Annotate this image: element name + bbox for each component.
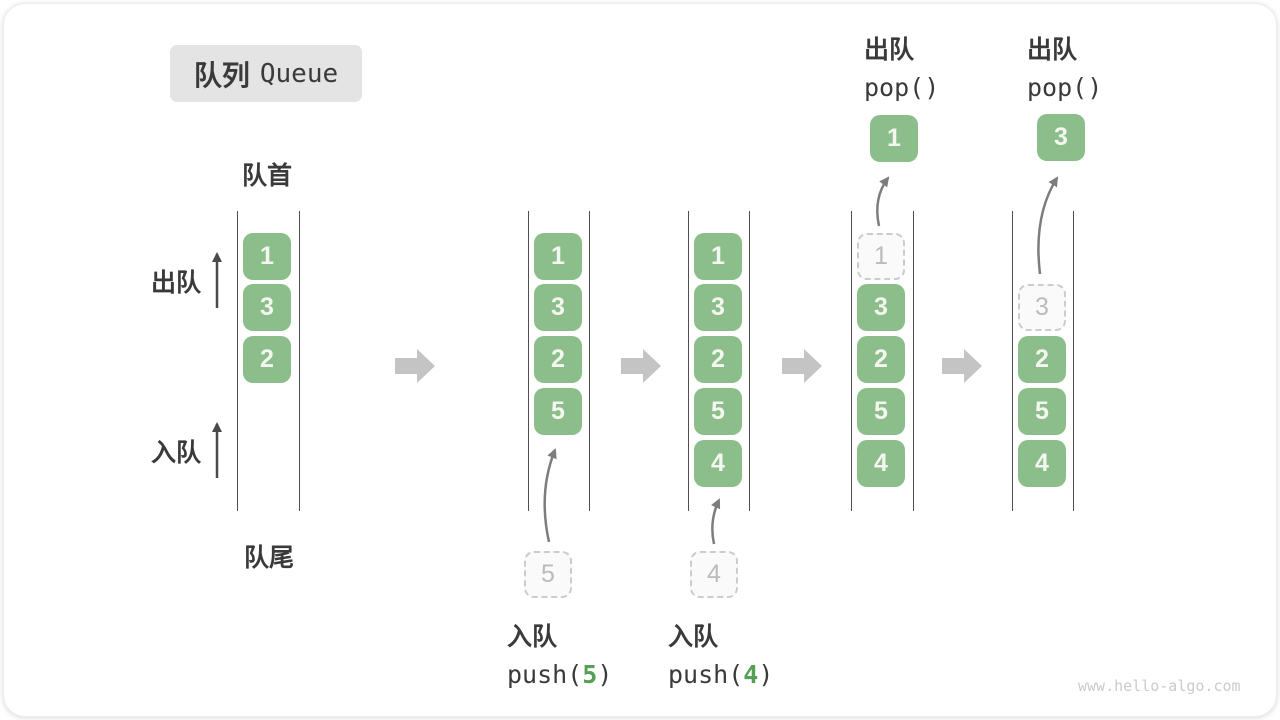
queue-cell: 3 xyxy=(694,284,742,331)
queue-cell: 1 xyxy=(243,233,291,280)
queue-state-3: 1 3 2 5 4 xyxy=(688,211,750,511)
push5-operation-label: 入队 push(5) xyxy=(507,617,612,689)
enqueue-side-label: 入队 xyxy=(151,439,202,467)
title-zh: 队列 xyxy=(193,59,250,91)
push5-name: 入队 xyxy=(507,623,558,651)
watermark: www.hello-algo.com xyxy=(1078,677,1241,695)
title-box: 队列 Queue xyxy=(170,45,362,102)
queue-cell: 2 xyxy=(1018,336,1066,383)
staged-cell-4: 4 xyxy=(690,551,738,598)
diagram-card xyxy=(3,3,1277,717)
pop1-code: pop() xyxy=(864,73,940,102)
queue-cell-popped: 3 xyxy=(1018,284,1066,331)
queue-cell: 3 xyxy=(243,284,291,331)
queue-cell: 5 xyxy=(1018,388,1066,435)
front-label: 队首 xyxy=(242,162,293,190)
queue-state-4: 1 3 2 5 4 xyxy=(851,211,914,511)
queue-cell: 3 xyxy=(534,284,582,331)
push5-code: push(5) xyxy=(507,660,613,689)
pop1-name: 出队 xyxy=(864,36,915,64)
pop2-name: 出队 xyxy=(1027,36,1078,64)
queue-cell: 4 xyxy=(1018,440,1066,487)
queue-cell: 2 xyxy=(694,336,742,383)
pop2-code: pop() xyxy=(1027,73,1103,102)
push4-name: 入队 xyxy=(668,623,719,651)
queue-cell: 2 xyxy=(857,336,905,383)
title-en: Queue xyxy=(259,58,339,89)
queue-cell: 4 xyxy=(857,440,905,487)
queue-cell: 5 xyxy=(857,388,905,435)
push4-code: push(4) xyxy=(668,660,774,689)
queue-cell: 3 xyxy=(857,284,905,331)
queue-cell: 1 xyxy=(694,233,742,280)
pop2-operation-label: 出队 pop() xyxy=(1027,30,1102,102)
pop1-operation-label: 出队 pop() xyxy=(864,30,939,102)
popped-cell-1: 1 xyxy=(870,115,918,162)
queue-state-5: 3 2 5 4 xyxy=(1012,211,1074,511)
push4-operation-label: 入队 push(4) xyxy=(668,617,773,689)
dequeue-side-label: 出队 xyxy=(151,269,202,297)
queue-state-1: 1 3 2 xyxy=(237,211,300,511)
queue-cell-popped: 1 xyxy=(857,233,905,280)
popped-cell-3: 3 xyxy=(1037,114,1085,161)
staged-cell-5: 5 xyxy=(524,551,572,598)
queue-state-2: 1 3 2 5 xyxy=(528,211,590,511)
queue-cell: 2 xyxy=(243,336,291,383)
queue-cell: 4 xyxy=(694,440,742,487)
queue-cell: 1 xyxy=(534,233,582,280)
queue-cell: 5 xyxy=(694,388,742,435)
rear-label: 队尾 xyxy=(244,544,295,572)
queue-cell: 5 xyxy=(534,388,582,435)
queue-cell: 2 xyxy=(534,336,582,383)
